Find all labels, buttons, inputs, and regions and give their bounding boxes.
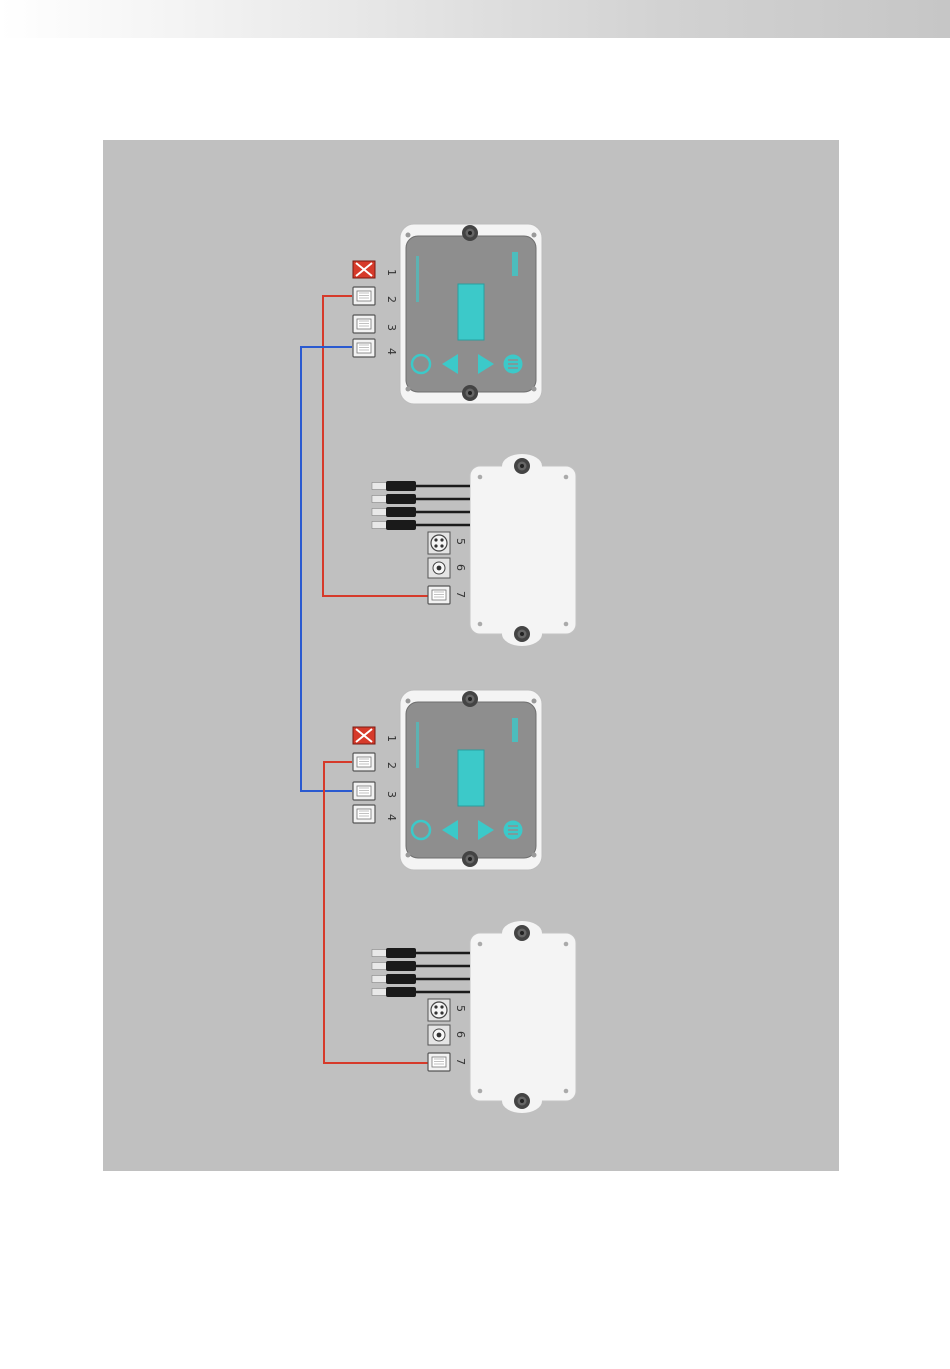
control-panel-top bbox=[400, 224, 542, 404]
display-screen bbox=[458, 750, 484, 806]
port-label: 2 bbox=[385, 762, 398, 769]
sensor-module-top bbox=[470, 454, 576, 646]
cable bbox=[372, 948, 470, 958]
cable bbox=[372, 520, 470, 530]
control-panel-bottom bbox=[400, 690, 542, 870]
port-label: 7 bbox=[454, 1058, 467, 1065]
cable bbox=[372, 974, 470, 984]
port-group-bottom: 1 2 3 4 bbox=[353, 727, 398, 823]
mount-screw-icon bbox=[514, 458, 530, 474]
brand-logo-mark bbox=[512, 252, 518, 276]
mount-screw-icon bbox=[462, 385, 478, 401]
brand-logo-mark bbox=[512, 718, 518, 742]
port-label: 5 bbox=[454, 538, 467, 545]
cable bbox=[372, 961, 470, 971]
sensor-ports-top: 5 6 7 bbox=[428, 532, 467, 604]
port-5-power-connector[interactable] bbox=[428, 532, 450, 554]
port-label: 6 bbox=[454, 1031, 467, 1038]
menu-icon[interactable] bbox=[504, 821, 523, 840]
display-screen bbox=[458, 284, 484, 340]
port-label: 1 bbox=[385, 269, 398, 276]
port-7-jack[interactable] bbox=[428, 586, 450, 604]
mount-screw-icon bbox=[514, 626, 530, 642]
mount-screw-icon bbox=[514, 925, 530, 941]
port-7-jack[interactable] bbox=[428, 1053, 450, 1071]
sensor-ports-bottom: 5 6 7 bbox=[428, 999, 467, 1071]
port-label: 4 bbox=[385, 814, 398, 821]
sensor-module-bottom bbox=[470, 921, 576, 1113]
port-1-blocked bbox=[353, 261, 375, 278]
brand-subtitle-mark bbox=[416, 256, 419, 302]
port-4-jack[interactable] bbox=[353, 339, 375, 357]
brand-subtitle-mark bbox=[416, 722, 419, 768]
cable bbox=[372, 494, 470, 504]
port-2-jack[interactable] bbox=[353, 287, 375, 305]
port-label: 2 bbox=[385, 296, 398, 303]
port-1-blocked bbox=[353, 727, 375, 744]
port-label: 7 bbox=[454, 591, 467, 598]
cable bbox=[372, 481, 470, 491]
mount-screw-icon bbox=[462, 851, 478, 867]
mount-screw-icon bbox=[514, 1093, 530, 1109]
port-3-jack[interactable] bbox=[353, 782, 375, 800]
mount-screw-icon bbox=[462, 691, 478, 707]
cable-bundle-top bbox=[372, 481, 470, 530]
port-4-jack[interactable] bbox=[353, 805, 375, 823]
mount-screw-icon bbox=[462, 225, 478, 241]
port-label: 5 bbox=[454, 1005, 467, 1012]
cable bbox=[372, 987, 470, 997]
port-label: 3 bbox=[385, 324, 398, 331]
port-5-power-connector[interactable] bbox=[428, 999, 450, 1021]
port-label: 1 bbox=[385, 735, 398, 742]
port-3-jack[interactable] bbox=[353, 315, 375, 333]
port-label: 3 bbox=[385, 791, 398, 798]
port-group-top: 1 2 3 4 bbox=[353, 261, 398, 357]
port-2-jack[interactable] bbox=[353, 753, 375, 771]
cable bbox=[372, 507, 470, 517]
port-label: 4 bbox=[385, 348, 398, 355]
port-label: 6 bbox=[454, 564, 467, 571]
blue-wire bbox=[301, 347, 352, 791]
cable-bundle-bottom bbox=[372, 948, 470, 997]
port-6-round-jack[interactable] bbox=[428, 558, 450, 578]
menu-icon[interactable] bbox=[504, 355, 523, 374]
port-6-round-jack[interactable] bbox=[428, 1025, 450, 1045]
